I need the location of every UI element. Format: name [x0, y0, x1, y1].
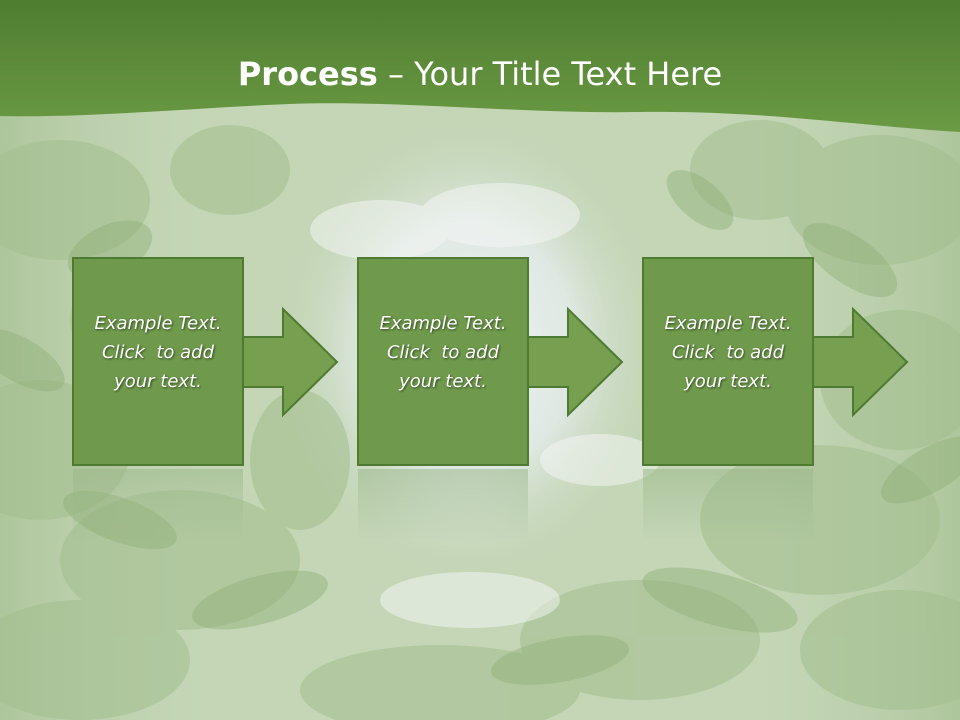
- step-box: [357, 257, 529, 466]
- step-text[interactable]: Example Text. Click to add your text.: [362, 309, 524, 396]
- step-text-line: Example Text.: [379, 313, 507, 334]
- step-box: [642, 257, 814, 466]
- step-shape: [357, 257, 624, 539]
- step-text-line: Click to add: [386, 342, 499, 363]
- process-step-1[interactable]: Example Text. Click to add your text.: [71, 257, 416, 539]
- title-banner: [0, 0, 960, 132]
- right-arrow-icon: [242, 306, 339, 418]
- process-step-2[interactable]: Example Text. Click to add your text.: [356, 257, 701, 539]
- box-reflection: [358, 469, 528, 539]
- step-text[interactable]: Example Text. Click to add your text.: [77, 309, 239, 396]
- box-reflection: [643, 469, 813, 539]
- slide-title: Process – Your Title Text Here: [0, 52, 960, 96]
- step-text-line: Click to add: [671, 342, 784, 363]
- box-reflection: [73, 469, 243, 539]
- step-text[interactable]: Example Text. Click to add your text.: [647, 309, 809, 396]
- right-arrow-icon: [812, 306, 909, 418]
- step-text-line: Example Text.: [94, 313, 222, 334]
- step-text-line: your text.: [114, 371, 202, 392]
- step-box: [72, 257, 244, 466]
- step-text-line: your text.: [684, 371, 772, 392]
- step-text-line: Example Text.: [664, 313, 792, 334]
- right-arrow-icon: [527, 306, 624, 418]
- step-shape: [72, 257, 339, 539]
- step-text-line: your text.: [399, 371, 487, 392]
- title-rest-text: – Your Title Text Here: [377, 55, 723, 93]
- step-shape: [642, 257, 909, 539]
- process-step-3[interactable]: Example Text. Click to add your text.: [641, 257, 960, 539]
- step-text-line: Click to add: [101, 342, 214, 363]
- title-bold-text: Process: [237, 55, 378, 93]
